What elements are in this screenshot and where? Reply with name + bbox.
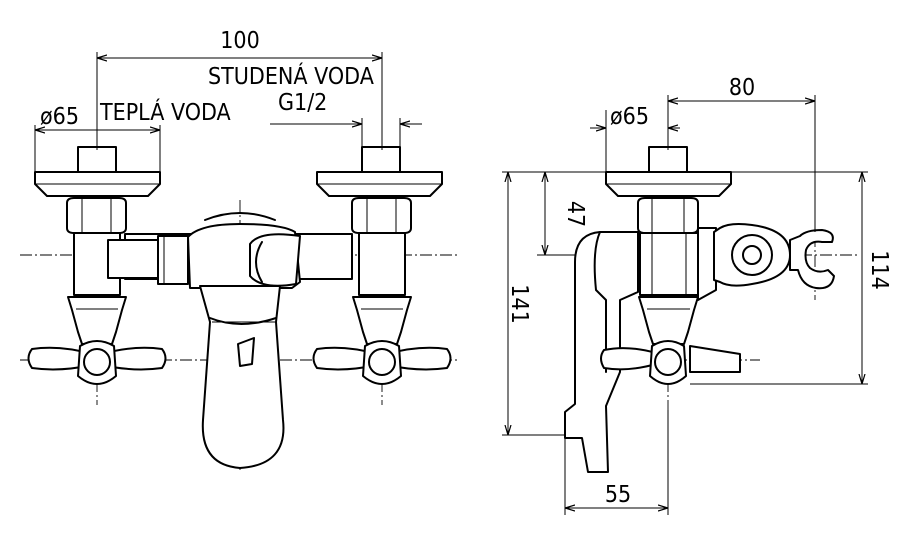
dim-height-141: 141 xyxy=(506,284,532,324)
side-view: ø65 80 47 141 114 55 xyxy=(502,75,892,515)
dim-thread: G1/2 xyxy=(278,90,327,116)
label-cold-water: STUDENÁ VODA xyxy=(208,62,374,90)
label-hot-water: TEPLÁ VODA xyxy=(99,98,231,126)
dim-projection-55: 55 xyxy=(605,482,631,508)
dim-hot-diameter: ø65 xyxy=(40,104,79,130)
dim-side-diameter: ø65 xyxy=(610,104,649,130)
dim-height-47: 47 xyxy=(562,201,588,227)
dim-center-spacing: 100 xyxy=(220,28,260,54)
dim-height-114: 114 xyxy=(866,250,892,290)
dim-holder-offset: 80 xyxy=(729,75,755,101)
front-view: 100 ø65 TEPLÁ VODA STUDENÁ VODA G1/2 xyxy=(20,28,460,470)
